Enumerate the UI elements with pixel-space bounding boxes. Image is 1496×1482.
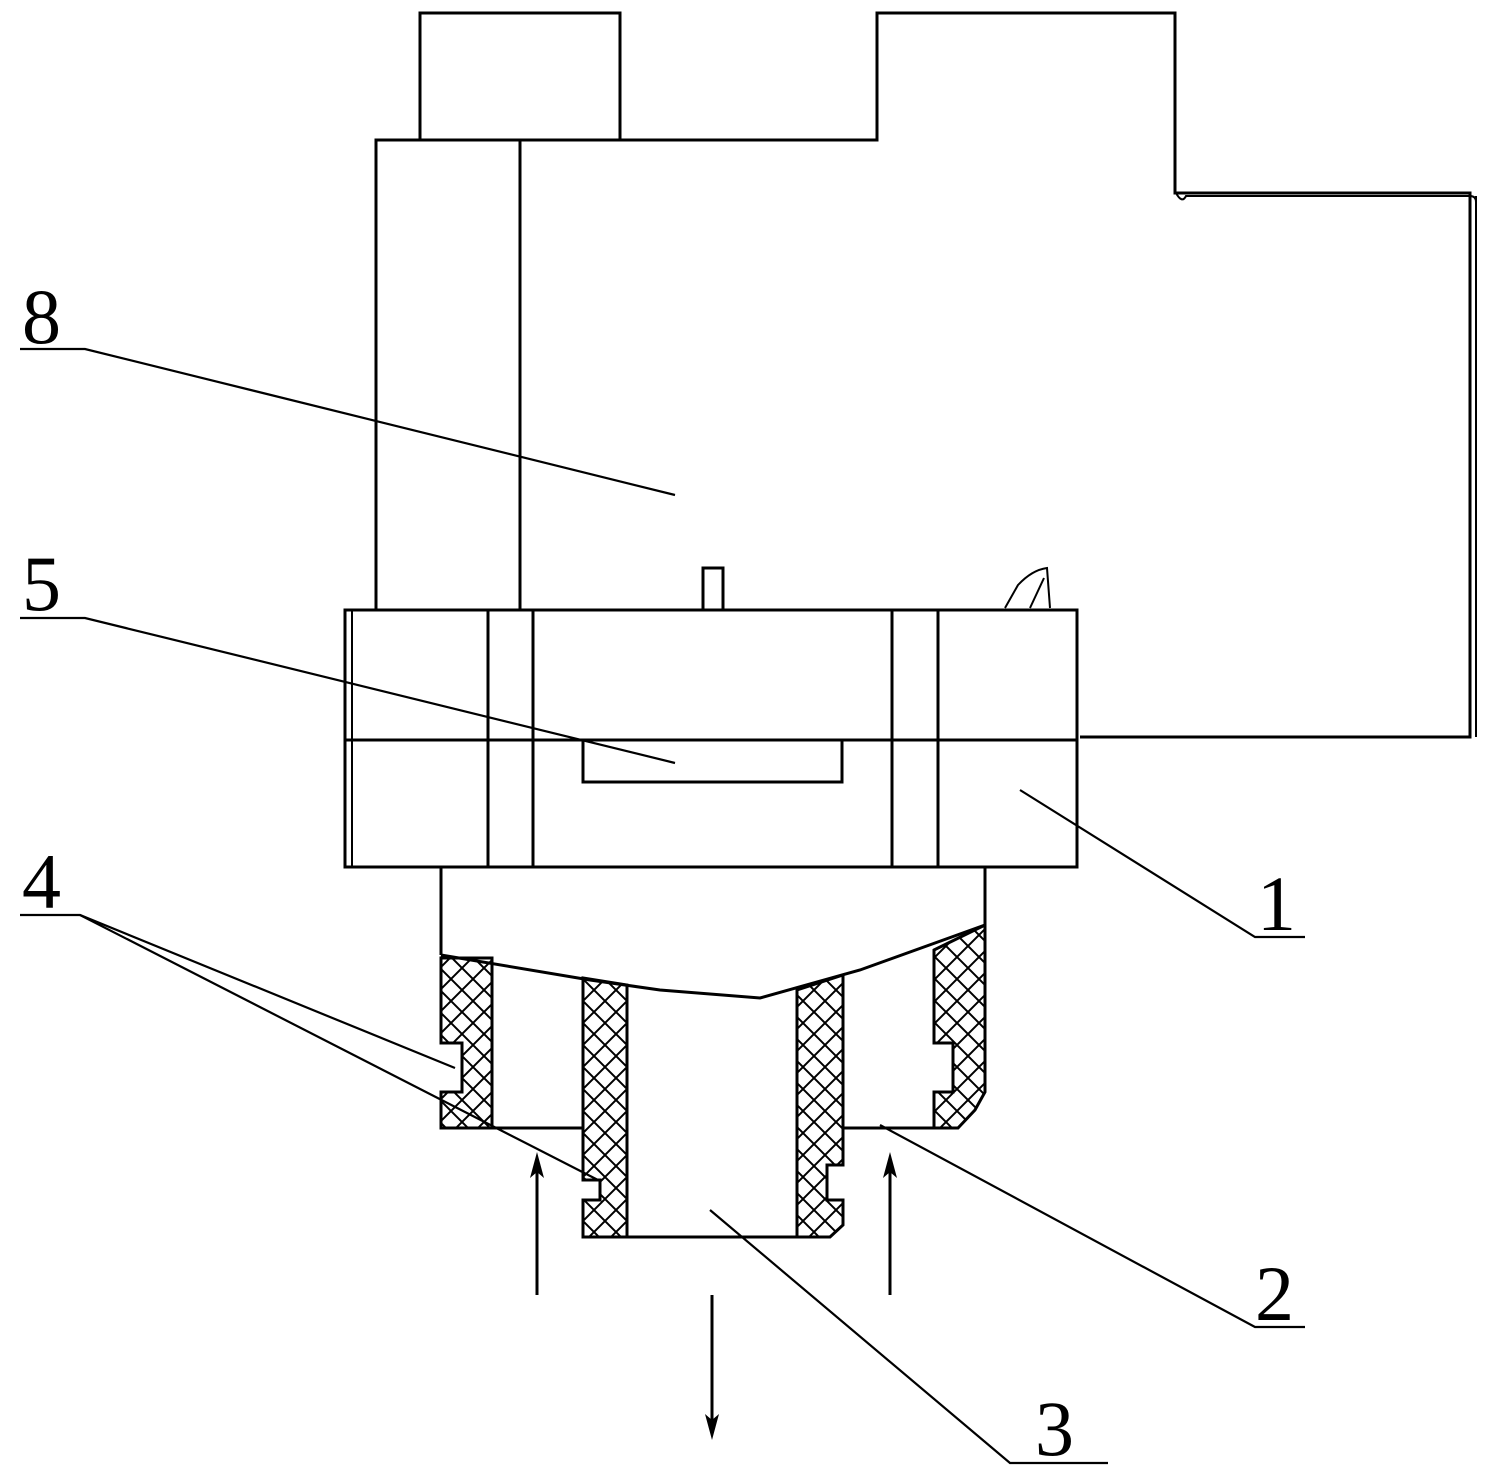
label-4: 4 — [22, 838, 61, 925]
base-block — [343, 608, 1079, 869]
reference-labels: 8 5 4 1 2 3 — [22, 273, 1296, 1472]
leader-lines — [20, 347, 1305, 1465]
arrowhead-up-icon — [530, 1152, 544, 1178]
arrowhead-down-icon — [705, 1414, 719, 1440]
housing-body — [374, 11, 1477, 739]
flow-arrows — [530, 1152, 897, 1440]
label-8: 8 — [22, 273, 61, 360]
label-5: 5 — [22, 540, 61, 627]
arrowhead-up-icon — [883, 1152, 897, 1178]
label-3: 3 — [1035, 1385, 1074, 1472]
label-1: 1 — [1257, 860, 1296, 947]
label-2: 2 — [1255, 1250, 1294, 1337]
nozzle-assembly — [439, 867, 987, 1239]
